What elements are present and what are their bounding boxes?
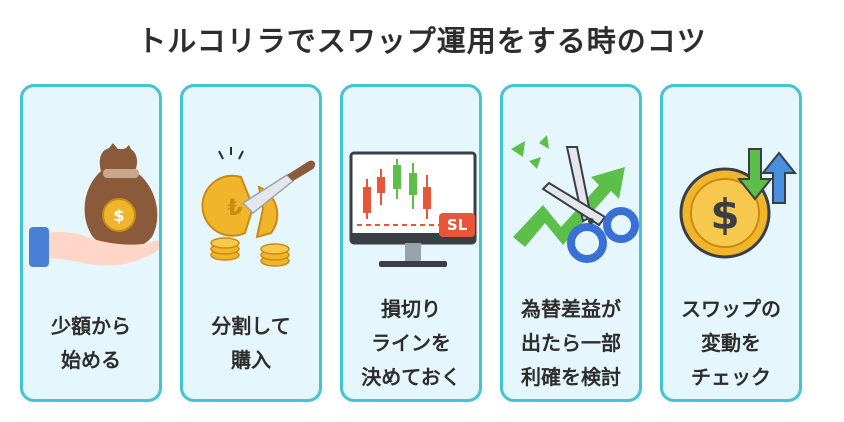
scissors-arrow-icon [503, 87, 639, 287]
tip-label: 分割して 購入 [183, 287, 319, 399]
dollar-coin-arrows-icon: $ [663, 87, 799, 287]
svg-text:$: $ [113, 206, 124, 225]
tip-label-line: 始める [61, 348, 121, 372]
money-bag-hand-icon: $ [23, 87, 159, 287]
tip-label: 損切り ラインを 決めておく [343, 287, 479, 399]
tip-label-line: 分割して [211, 314, 291, 338]
svg-text:$: $ [710, 190, 739, 239]
tip-card-check-swap: $ スワップの 変動を チェック [660, 84, 802, 402]
tip-label-line: 利確を検討 [521, 365, 621, 389]
tip-label-line: 変動を [701, 331, 761, 355]
tip-label-line: 決めておく [361, 365, 461, 389]
tip-card-stop-loss: SL 損切り ラインを 決めておく [340, 84, 482, 402]
tip-label-line: スワップの [681, 297, 781, 321]
sl-badge: SL [446, 216, 468, 234]
tip-label: 為替差益が 出たら一部 利確を検討 [503, 287, 639, 399]
tip-label-line: 購入 [231, 348, 271, 372]
stop-loss-chart-icon: SL [343, 87, 479, 287]
tip-label-line: 損切り [381, 297, 441, 321]
tips-cards: $ 少額から 始める [20, 84, 826, 406]
page-title: トルコリラでスワップ運用をする時のコツ [137, 24, 707, 58]
tip-label-line: 少額から [51, 314, 131, 338]
tip-card-split-buy: ₺ 分割して 購入 [180, 84, 322, 402]
tip-card-small-start: $ 少額から 始める [20, 84, 162, 402]
svg-text:₺: ₺ [227, 196, 242, 221]
tip-label-line: 為替差益が [521, 297, 621, 321]
tip-label-line: ラインを [371, 331, 451, 355]
coin-knife-icon: ₺ [183, 87, 319, 287]
tip-label: 少額から 始める [23, 287, 159, 399]
tip-label: スワップの 変動を チェック [663, 287, 799, 399]
tip-card-take-profit: 為替差益が 出たら一部 利確を検討 [500, 84, 642, 402]
tip-label-line: チェック [691, 365, 771, 389]
tip-label-line: 出たら一部 [521, 331, 621, 355]
